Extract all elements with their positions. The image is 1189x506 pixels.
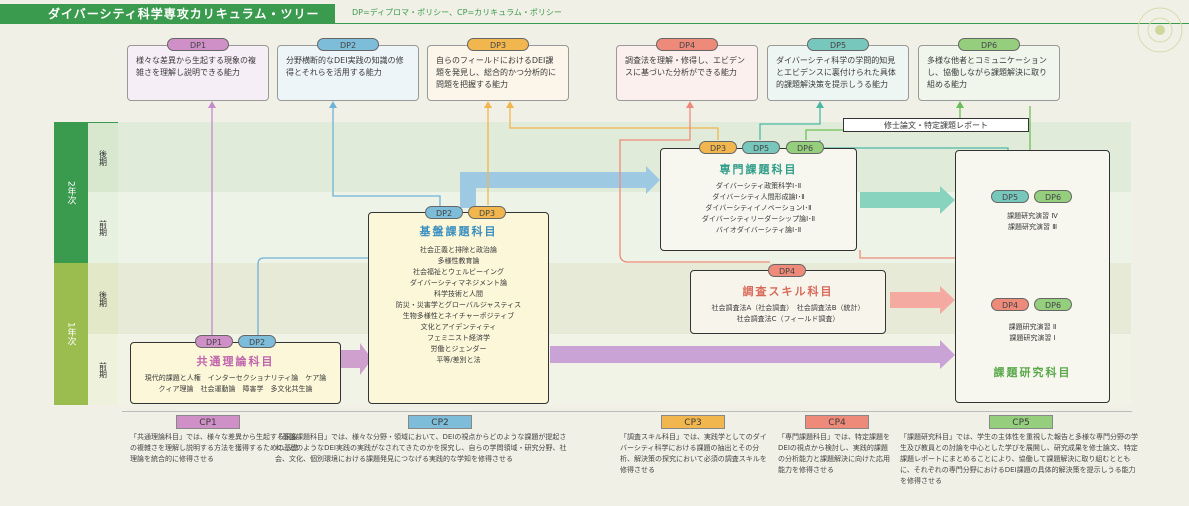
cp3-label: CP3: [661, 415, 725, 429]
common-item-2: クィア理論 社会運動論 障害学 多文化共生論: [158, 385, 313, 393]
basic-item: 生物多様性とネイチャーポジティブ: [402, 312, 515, 320]
common-theory-box: 共通理論科目 現代的課題と人権 インターセクショナリティ論 ケア論 クィア理論 …: [130, 342, 341, 404]
arrow-to-research: [550, 340, 955, 369]
cp1-text: 「共通理論科目」では、様々な差異から生起する現象の複雑さを理解し説明する方法を獲…: [130, 433, 298, 463]
basic-item: 科学技術と人間: [434, 290, 483, 298]
research-pill-dp6-lower: DP6: [1034, 298, 1072, 311]
dp1-box: 様々な差異から生起する現象の複雑さを理解し説明できる能力: [127, 45, 269, 101]
header-rule: [335, 23, 1189, 24]
research-upper-item-3: 課題研究演習 Ⅲ: [1007, 223, 1058, 231]
dp4-text: 調査法を理解・修得し、エビデンスに基づいた分析ができる能力: [625, 56, 745, 77]
cp5-label: CP5: [989, 415, 1053, 429]
specialized-item: ダイバーシティイノベーションⅠ･Ⅱ: [705, 204, 812, 212]
dp6-box: 多様な他者とコミュニケーションし、協働しながら課題解決に取り組める能力: [918, 45, 1060, 101]
survey-skills-box: 調査スキル科目 社会調査法A（社会調査） 社会調査法B（統計） 社会調査法C（フ…: [690, 270, 886, 334]
cp4-label: CP4: [805, 415, 869, 429]
arrow-common-basic: [340, 343, 372, 375]
basic-item: 平等/差別と法: [436, 356, 481, 364]
common-pill-dp2: DP2: [238, 335, 276, 348]
year1-label: 1年次: [54, 263, 88, 405]
research-upper-item-4: 課題研究演習 Ⅳ: [1007, 212, 1058, 220]
dp3-label: DP3: [467, 38, 529, 51]
research-pill-dp6-upper: DP6: [1034, 190, 1072, 203]
research-lower-item-1: 課題研究演習 Ⅰ: [1009, 334, 1056, 342]
dp1-label: DP1: [167, 38, 229, 51]
specialized-topics-box: 専門課題科目 ダイバーシティ政策科学Ⅰ･Ⅱ ダイバーシティ人間形成論Ⅰ･Ⅱ ダイ…: [660, 148, 857, 251]
dp4-label: DP4: [656, 38, 718, 51]
research-lower-item-2: 課題研究演習 Ⅱ: [1008, 323, 1057, 331]
basic-item: 社会福祉とウェルビーイング: [413, 268, 504, 276]
common-pill-dp1: DP1: [195, 335, 233, 348]
cp4-text: 「専門課題科目」では、特定課題をDEIの視点から検討し、実践的課題の分析能力と課…: [778, 433, 890, 474]
cp2-label: CP2: [408, 415, 472, 429]
specialized-items-list: ダイバーシティ政策科学Ⅰ･Ⅱ ダイバーシティ人間形成論Ⅰ･Ⅱ ダイバーシティイノ…: [661, 181, 856, 236]
survey-skills-title: 調査スキル科目: [742, 285, 834, 298]
thesis-label: 修士論文・特定課題レポート: [843, 118, 1029, 132]
specialized-topics-title: 専門課題科目: [719, 163, 798, 176]
arrow-specialized-research: [860, 186, 955, 214]
basic-item: 文化とアイデンティティ: [420, 323, 497, 331]
specialized-pill-dp3: DP3: [699, 141, 737, 154]
term-y2-late: 後期: [88, 122, 118, 194]
basic-item: フェミニスト経済学: [427, 334, 490, 342]
research-pill-dp4: DP4: [991, 298, 1029, 311]
research-upper-list: 課題研究演習 Ⅳ 課題研究演習 Ⅲ: [956, 211, 1109, 233]
dp6-label: DP6: [958, 38, 1020, 51]
basic-item: 労働とジェンダー: [430, 345, 487, 353]
dp5-label: DP5: [807, 38, 869, 51]
header: ダイバーシティ科学専攻カリキュラム・ツリー DP=ディプロマ・ポリシー、CP=カ…: [0, 0, 1189, 26]
survey-pill-dp4: DP4: [768, 264, 806, 277]
dp5-box: ダイバーシティ科学の学問的知見とエビデンスに裏付けられた具体的課題解決策を提示し…: [767, 45, 909, 101]
cp-divider: [122, 411, 1132, 412]
abbreviation-note: DP=ディプロマ・ポリシー、CP=カリキュラム・ポリシー: [352, 8, 562, 17]
term-y1-early: 前期: [88, 334, 118, 405]
arrow-survey-research: [890, 286, 955, 314]
dp6-text: 多様な他者とコミュニケーションし、協働しながら課題解決に取り組める能力: [927, 56, 1047, 89]
arrow-basic-specialized: [460, 166, 660, 208]
cp1-label: CP1: [176, 415, 240, 429]
cp2-text: 「基盤課題科目」では、様々な分野・領域において、DEIの視点からどのような課題が…: [275, 433, 567, 463]
survey-item-2: 社会調査法C（フィールド調査）: [736, 315, 840, 323]
dp5-text: ダイバーシティ科学の学問的知見とエビデンスに裏付けられた具体的課題解決策を提示し…: [776, 56, 896, 89]
dp1-text: 様々な差異から生起する現象の複雑さを理解し説明できる能力: [136, 56, 256, 77]
basic-items-list: 社会正義と排除と政治論 多様性教育論 社会福祉とウェルビーイング ダイバーシティ…: [369, 245, 548, 366]
basic-item: 多様性教育論: [437, 257, 480, 265]
basic-item: 社会正義と排除と政治論: [420, 246, 497, 254]
basic-pill-dp2: DP2: [425, 206, 463, 219]
specialized-item: バイオダイバーシティ論Ⅰ･Ⅱ: [715, 226, 802, 234]
specialized-item: ダイバーシティ人間形成論Ⅰ･Ⅱ: [712, 193, 805, 201]
research-lower-list: 課題研究演習 Ⅱ 課題研究演習 Ⅰ: [956, 322, 1109, 344]
term-y1-late: 後期: [88, 263, 118, 335]
decoration-circles-icon: [1137, 7, 1183, 53]
specialized-item: ダイバーシティ政策科学Ⅰ･Ⅱ: [715, 182, 802, 190]
cp3-text: 「調査スキル科目」では、実践学としてのダイバーシティ科学における課題の抽出とその…: [620, 433, 767, 474]
cp5-text: 「課題研究科目」では、学生の主体性を重視した報告と多様な専門分野の学生及び教員と…: [900, 433, 1138, 485]
specialized-item: ダイバーシティリーダーシップ論Ⅰ･Ⅱ: [701, 215, 816, 223]
research-topics-title: 課題研究科目: [993, 366, 1072, 379]
specialized-pill-dp6: DP6: [786, 141, 824, 154]
term-y2-early: 前期: [88, 192, 118, 263]
common-theory-title: 共通理論科目: [196, 355, 275, 368]
dp4-box: 調査法を理解・修得し、エビデンスに基づいた分析ができる能力: [616, 45, 758, 101]
specialized-pill-dp5: DP5: [742, 141, 780, 154]
basic-item: ダイバーシティマネジメント論: [409, 279, 508, 287]
y2-early-band: [54, 192, 1131, 263]
basic-item: 防災・災害学とグローバルジャスティス: [395, 301, 522, 309]
year2-label: 2年次: [54, 122, 88, 263]
basic-topics-box: 基盤課題科目 社会正義と排除と政治論 多様性教育論 社会福祉とウェルビーイング …: [368, 212, 549, 404]
dp2-text: 分野横断的なDEI実践の知識の修得とそれらを活用する能力: [286, 56, 404, 77]
common-item-1: 現代的課題と人権 インターセクショナリティ論 ケア論: [144, 374, 327, 382]
dp3-text: 自らのフィールドにおけるDEI課題を発見し、総合的かつ分析的に問題を把握する能力: [436, 56, 556, 89]
research-topics-box: 課題研究演習 Ⅳ 課題研究演習 Ⅲ 課題研究演習 Ⅱ 課題研究演習 Ⅰ 課題研究…: [955, 150, 1110, 403]
dp2-label: DP2: [317, 38, 379, 51]
basic-topics-title: 基盤課題科目: [419, 225, 498, 238]
research-pill-dp5: DP5: [991, 190, 1029, 203]
page-title: ダイバーシティ科学専攻カリキュラム・ツリー: [0, 4, 335, 24]
survey-item-1: 社会調査法A（社会調査） 社会調査法B（統計）: [711, 304, 865, 312]
basic-pill-dp3: DP3: [468, 206, 506, 219]
dp3-box: 自らのフィールドにおけるDEI課題を発見し、総合的かつ分析的に問題を把握する能力: [427, 45, 569, 101]
